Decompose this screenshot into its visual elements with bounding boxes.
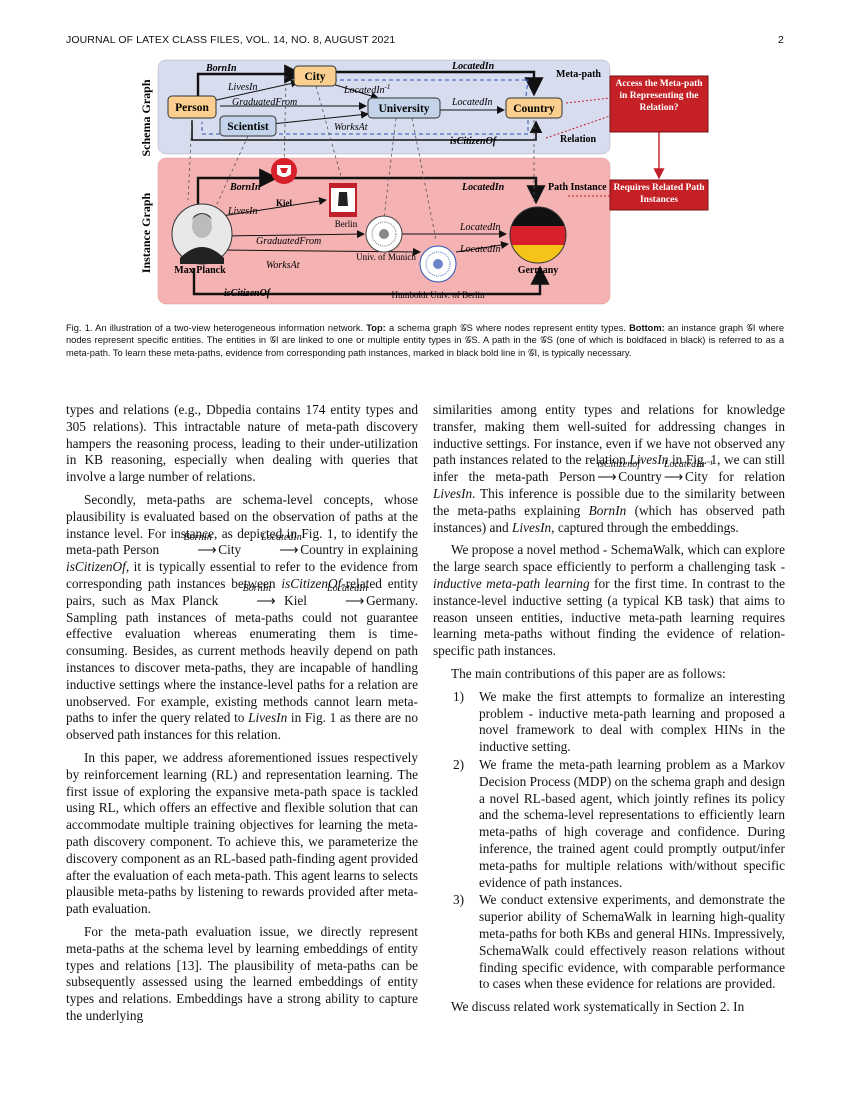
inst-label-locatedin-2: LocatedIn — [459, 244, 501, 255]
relation-arrow: LocatedIn⟶ — [327, 582, 368, 608]
right-paragraph-1: similarities among entity types and rela… — [433, 402, 786, 535]
munich-seal-icon — [365, 215, 403, 253]
node-university: University — [378, 103, 429, 115]
schema-graph-label: Schema Graph — [139, 79, 153, 156]
entity-max-planck: Max Planck — [174, 265, 226, 276]
page-number: 2 — [778, 34, 784, 46]
inst-label-locatedin-top: LocatedIn — [461, 182, 505, 193]
right-paragraph-4: We discuss related work systematically i… — [451, 999, 745, 1015]
left-paragraph-3: In this paper, we address aforementioned… — [66, 749, 418, 917]
node-scientist: Scientist — [227, 121, 269, 133]
right-paragraph-3: The main contributions of this paper are… — [451, 665, 726, 681]
edge-label-locatedin-inv: LocatedIn-1 — [343, 83, 390, 96]
figure-caption: Fig. 1. An illustration of a two-view he… — [66, 323, 785, 358]
humboldt-seal-icon — [419, 245, 457, 283]
relation-arrow: LocatedIn⁻¹⟶ — [663, 459, 713, 485]
entity-univ-munich: Univ. of Munich — [356, 252, 416, 262]
germany-flag-icon — [509, 206, 567, 264]
edge-label-iscitizenof: isCitizenOf — [450, 136, 498, 147]
edge-label-graduatedfrom: GraduatedFrom — [232, 97, 297, 108]
relation-arrow: BornIn⟶ — [183, 532, 217, 558]
entity-humboldt: Humboldt Univ. of Berlin — [392, 290, 485, 300]
inst-label-livesin: LivesIn — [227, 206, 257, 217]
access-box: Access the Meta-path in Representing the… — [615, 79, 703, 113]
edge-label-worksat: WorksAt — [334, 122, 368, 133]
left-column: types and relations (e.g., Dbpedia conta… — [66, 402, 418, 1031]
relation-arrow: BornIn⟶ — [242, 582, 276, 608]
edge-label-livesin: LivesIn — [227, 82, 257, 93]
running-header: JOURNAL OF LATEX CLASS FILES, VOL. 14, N… — [66, 34, 396, 46]
relation-label: Relation — [560, 134, 597, 145]
berlin-flag-icon — [329, 183, 357, 217]
path-instance-label: Path Instance — [548, 182, 607, 193]
inst-label-bornin: BornIn — [229, 182, 261, 193]
list-item: 2)We frame the meta-path learning proble… — [453, 756, 785, 890]
right-column: similarities among entity types and rela… — [433, 402, 785, 1022]
requires-box: Requires Related Path Instances — [613, 183, 705, 205]
entity-berlin: Berlin — [335, 219, 358, 229]
edge-label-locatedin-uc: LocatedIn — [451, 97, 493, 108]
left-paragraph-2: Secondly, meta-paths are schema-level co… — [66, 491, 419, 743]
node-country: Country — [513, 103, 555, 115]
entity-germany: Germany — [518, 265, 559, 276]
figure-1: Schema Graph Instance Graph BornIn Locat… — [139, 59, 709, 305]
relation-arrow: isCitizenof⟶ — [597, 459, 641, 485]
left-paragraph-4: For the meta-path evaluation issue, we d… — [66, 923, 418, 1023]
edge-label-locatedin-top: LocatedIn — [451, 61, 495, 72]
edge-label-bornin: BornIn — [205, 63, 237, 74]
inst-label-graduatedfrom: GraduatedFrom — [256, 236, 321, 247]
inst-label-worksat: WorksAt — [266, 260, 300, 271]
max-planck-portrait-icon — [171, 203, 233, 265]
entity-kiel: Kiel — [276, 198, 292, 208]
contributions-list: 1)We make the first attempts to formaliz… — [433, 689, 785, 993]
right-paragraph-2: We propose a novel method - SchemaWalk, … — [433, 542, 785, 659]
node-city: City — [304, 71, 325, 83]
list-item: 1)We make the first attempts to formaliz… — [453, 688, 785, 755]
kiel-crest-icon — [271, 158, 297, 184]
instance-graph-label: Instance Graph — [139, 193, 153, 274]
inst-label-iscitizenof: isCitizenOf — [224, 288, 272, 299]
meta-path-label: Meta-path — [556, 69, 601, 80]
node-person: Person — [175, 102, 209, 114]
left-paragraph-1: types and relations (e.g., Dbpedia conta… — [66, 402, 418, 485]
relation-arrow: LocatedIn⟶ — [261, 532, 302, 558]
list-item: 3)We conduct extensive experiments, and … — [453, 892, 785, 992]
inst-label-locatedin-1: LocatedIn — [459, 222, 501, 233]
